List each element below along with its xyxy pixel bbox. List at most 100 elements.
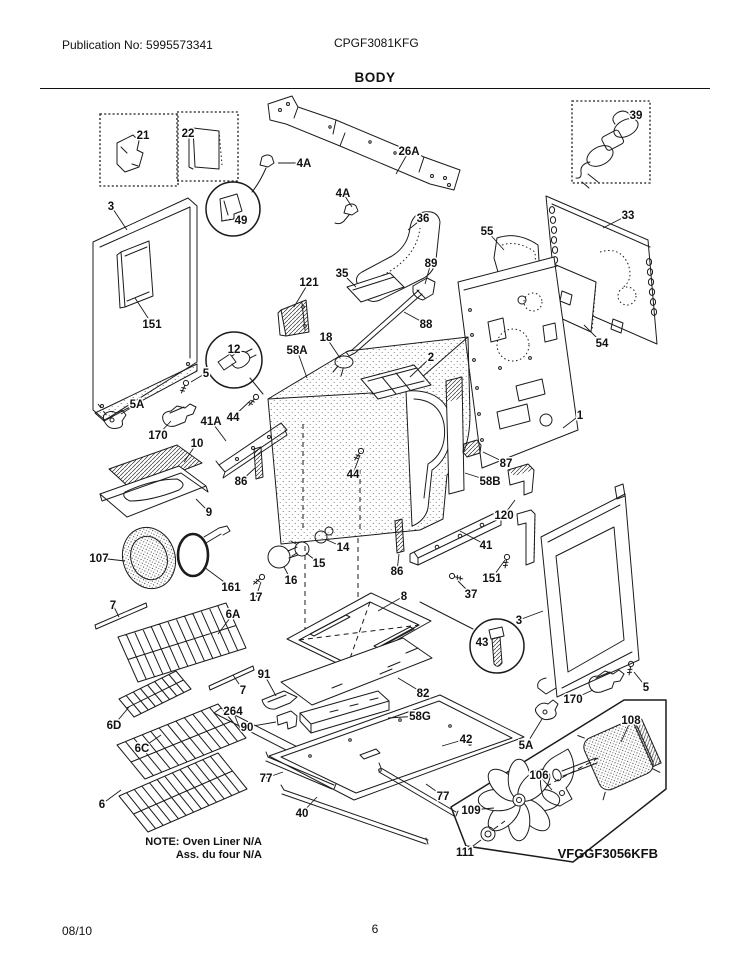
leader-91 bbox=[263, 673, 277, 697]
inset-box-22 bbox=[176, 111, 239, 182]
callout-107: 107 bbox=[89, 553, 108, 565]
callout-108: 108 bbox=[621, 715, 641, 727]
callout-21: 21 bbox=[137, 130, 150, 142]
part-screw-5-left bbox=[179, 379, 190, 394]
callout-8: 8 bbox=[401, 591, 408, 603]
callout-7: 7 bbox=[240, 685, 246, 697]
callout-42: 42 bbox=[460, 734, 473, 746]
callout-16: 16 bbox=[285, 575, 298, 587]
leader-2 bbox=[409, 356, 432, 378]
part-lamp-16 bbox=[267, 545, 299, 569]
part-rack-6D bbox=[118, 670, 192, 718]
part-screw-151-right bbox=[502, 553, 511, 569]
note-line2: Ass. du four N/A bbox=[176, 849, 262, 861]
leader-5A bbox=[120, 403, 138, 415]
leader-90 bbox=[246, 721, 277, 728]
part-screw-37 bbox=[448, 572, 464, 581]
part-strip-86-left bbox=[253, 446, 264, 480]
leader-109 bbox=[470, 807, 495, 811]
part-side-panel-3-left bbox=[92, 197, 198, 422]
part-bottom-pan-42 bbox=[268, 694, 525, 801]
section-title: BODY bbox=[354, 70, 396, 85]
publication-number: Publication No: 5995573341 bbox=[62, 38, 213, 52]
callout-89: 89 bbox=[425, 258, 438, 270]
part-bracket-170-left bbox=[162, 403, 197, 427]
leader-42 bbox=[441, 738, 467, 747]
callout-82: 82 bbox=[417, 688, 430, 700]
part-foot-5A-right bbox=[534, 699, 559, 721]
leader-1 bbox=[562, 414, 581, 429]
callout-170: 170 bbox=[563, 694, 582, 706]
part-foot-5A-left bbox=[102, 409, 127, 429]
part-clip-4A-top bbox=[251, 154, 275, 193]
callout-43: 43 bbox=[476, 637, 489, 649]
callout-88: 88 bbox=[420, 319, 433, 331]
part-burner-58G bbox=[299, 690, 390, 734]
part-clip-4A-mid bbox=[334, 203, 359, 225]
part-side-panel-3-right bbox=[537, 483, 640, 698]
callout-9: 9 bbox=[206, 507, 212, 519]
leader-151 bbox=[134, 297, 153, 325]
callout-77: 77 bbox=[260, 773, 273, 785]
callout-90: 90 bbox=[241, 722, 254, 734]
leader-37 bbox=[457, 580, 472, 595]
leader-40 bbox=[301, 796, 318, 814]
callout-39: 39 bbox=[630, 110, 643, 122]
callout-14: 14 bbox=[337, 542, 350, 554]
part-rack-6A bbox=[117, 602, 247, 683]
part-top-brace-26A bbox=[267, 95, 461, 191]
part-screw-5-right bbox=[626, 660, 635, 676]
note-line1: NOTE: Oven Liner N/A bbox=[145, 836, 262, 848]
leader-44 bbox=[232, 400, 251, 418]
leader-107 bbox=[98, 557, 126, 562]
callout-54: 54 bbox=[596, 338, 609, 350]
callout-120: 120 bbox=[494, 510, 513, 522]
callout-36: 36 bbox=[417, 213, 430, 225]
callout-86: 86 bbox=[391, 566, 404, 578]
callout-6D: 6D bbox=[107, 720, 122, 732]
callout-3: 3 bbox=[516, 615, 522, 627]
header-rule bbox=[40, 88, 710, 89]
leader-10 bbox=[183, 442, 198, 463]
leader-36 bbox=[407, 217, 424, 231]
leader-33 bbox=[602, 214, 629, 229]
leader-111 bbox=[464, 839, 482, 853]
part-nut-111 bbox=[480, 820, 506, 842]
part-rack-6C bbox=[116, 703, 247, 780]
leader-4A bbox=[342, 192, 353, 208]
callout-6C: 6C bbox=[135, 743, 150, 755]
leader-16 bbox=[283, 566, 292, 581]
leader-121 bbox=[293, 281, 310, 308]
callout-151: 151 bbox=[142, 319, 162, 331]
part-bracket-89 bbox=[412, 277, 436, 301]
leader-108 bbox=[620, 719, 632, 743]
callout-5A: 5A bbox=[130, 399, 145, 411]
part-block-87 bbox=[462, 439, 482, 458]
inset-circle-43 bbox=[419, 601, 525, 674]
part-socket-15 bbox=[290, 540, 310, 557]
callout-5: 5 bbox=[203, 368, 210, 380]
leader-58B bbox=[464, 472, 491, 482]
inset-circle-12 bbox=[205, 331, 264, 395]
callout-41: 41 bbox=[480, 540, 493, 552]
callout-10: 10 bbox=[191, 438, 204, 450]
leader-170 bbox=[157, 420, 172, 436]
leader-170 bbox=[572, 689, 594, 700]
callout-86: 86 bbox=[235, 476, 248, 488]
part-roller-14 bbox=[314, 526, 334, 544]
callout-5: 5 bbox=[643, 682, 650, 694]
leader-18 bbox=[325, 336, 341, 359]
leader-7 bbox=[232, 674, 244, 691]
callout-15: 15 bbox=[313, 558, 326, 570]
leader-58G bbox=[387, 715, 421, 719]
callout-44: 44 bbox=[347, 469, 360, 481]
leader-86 bbox=[396, 553, 400, 572]
callout-40: 40 bbox=[296, 808, 309, 820]
part-retainer-58B bbox=[445, 376, 465, 495]
callout-111: 111 bbox=[456, 847, 475, 859]
part-plate-35 bbox=[346, 272, 405, 303]
leader-5 bbox=[633, 671, 647, 688]
